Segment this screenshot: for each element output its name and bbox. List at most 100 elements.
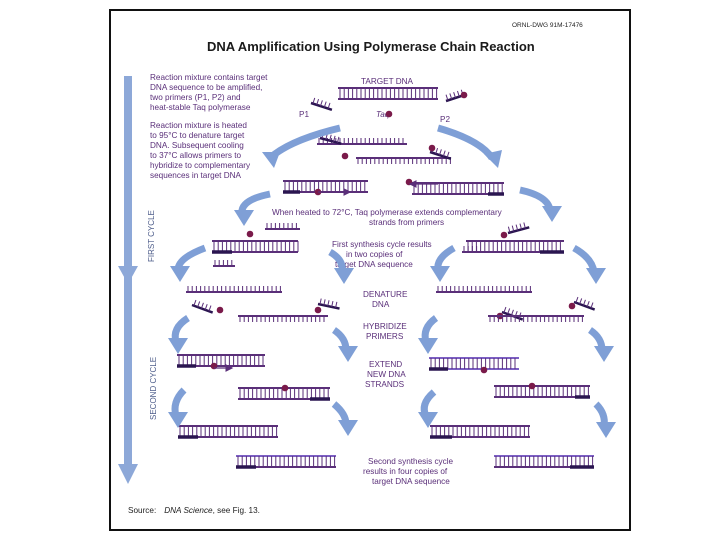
step-hybridize: HYBRIDIZE PRIMERS <box>363 322 407 341</box>
flow-arrow <box>328 248 354 284</box>
flow-arrow <box>437 124 502 168</box>
svg-text:target DNA sequence: target DNA sequence <box>372 477 450 486</box>
flow-arrow <box>331 401 358 436</box>
dna-single-strand <box>436 286 532 293</box>
primer-base <box>582 299 586 306</box>
arrow-head <box>338 420 358 436</box>
dna-double-strand <box>430 425 530 439</box>
dna-double-strand <box>236 455 336 469</box>
arrow-head <box>334 268 354 284</box>
flow-arrow <box>430 244 456 282</box>
primer-base <box>507 308 511 315</box>
second-synthesis-note: Second synthesis cycle results in four c… <box>363 457 454 486</box>
taq-polymerase-icon <box>480 366 488 374</box>
dna-double-strand <box>412 182 504 196</box>
taq-polymerase-icon <box>460 91 468 99</box>
svg-text:Second synthesis cycle: Second synthesis cycle <box>368 457 454 466</box>
svg-text:DENATURE: DENATURE <box>363 290 408 299</box>
primer-base <box>439 149 442 156</box>
arrow-head <box>586 268 606 284</box>
primer <box>573 296 596 311</box>
primer-p2-label: P2 <box>440 115 450 124</box>
primer-strand <box>507 226 530 235</box>
arrow-head <box>484 150 502 168</box>
primer <box>310 97 333 111</box>
primer-base <box>575 296 579 303</box>
dna-double-strand <box>338 87 438 100</box>
flow-arrow <box>418 389 438 428</box>
flow-arrow <box>593 401 616 438</box>
primer-base <box>507 226 511 233</box>
taq-polymerase-icon <box>341 152 349 160</box>
svg-text:SECOND CYCLE: SECOND CYCLE <box>149 357 158 420</box>
flow-arrow <box>168 387 188 428</box>
svg-text:When heated to 72°C, Taq polym: When heated to 72°C, Taq polymerase exte… <box>272 208 503 217</box>
dna-double-strand <box>178 425 278 439</box>
arrow-head <box>170 266 190 282</box>
document-code: ORNL-DWG 91M-17476 <box>512 22 583 29</box>
primer-strand <box>317 302 340 310</box>
svg-text:target DNA sequence: target DNA sequence <box>335 260 413 269</box>
primer-base <box>446 151 450 158</box>
primer-strand <box>429 150 452 160</box>
dna-single-strand <box>213 260 235 267</box>
svg-text:to 95°C to denature target: to 95°C to denature target <box>150 131 245 140</box>
figure-frame <box>109 9 631 531</box>
arrow-head <box>234 210 254 226</box>
svg-text:in two copies of: in two copies of <box>346 250 403 259</box>
primer-base <box>336 136 340 143</box>
arrow-head <box>430 266 450 282</box>
taq-label: Taq <box>376 110 390 119</box>
svg-text:DNA sequence to be amplified,: DNA sequence to be amplified, <box>150 83 262 92</box>
svg-text:First synthesis cycle results: First synthesis cycle results <box>332 240 432 249</box>
primer-base <box>323 101 327 108</box>
flow-arrow <box>262 124 341 168</box>
primer-base <box>523 222 526 229</box>
svg-text:EXTEND: EXTEND <box>369 360 402 369</box>
arrow-shaft <box>437 124 495 161</box>
flow-arrow <box>331 327 358 362</box>
primer-base <box>208 305 212 312</box>
dna-single-strand <box>356 157 451 164</box>
primer-base <box>333 135 336 142</box>
primer-base <box>579 298 583 305</box>
target-dna-label: TARGET DNA <box>361 77 414 86</box>
primer-base <box>510 309 514 316</box>
step-extend: EXTEND NEW DNA STRANDS <box>365 360 406 389</box>
primer-base <box>323 299 326 306</box>
primer-base <box>312 97 316 104</box>
flow-arrow <box>572 244 606 284</box>
svg-text:HYBRIDIZE: HYBRIDIZE <box>363 322 407 331</box>
dna-double-strand <box>283 180 368 194</box>
primer-base <box>586 300 590 307</box>
primer-base <box>590 302 594 309</box>
taq-polymerase-icon <box>314 306 322 314</box>
flow-arrow <box>587 327 614 362</box>
dna-double-strand <box>177 354 265 368</box>
dna-double-strand <box>429 357 519 371</box>
primer-base <box>320 100 323 107</box>
primer-base <box>445 94 449 101</box>
svg-text:two primers (P1, P2) and: two primers (P1, P2) and <box>150 93 241 102</box>
primer-base <box>449 93 453 100</box>
svg-text:heat-stable Taq polymerase: heat-stable Taq polymerase <box>150 103 251 112</box>
svg-text:PRIMERS: PRIMERS <box>366 332 404 341</box>
dna-strands <box>177 87 596 469</box>
primer-base <box>442 150 446 157</box>
primer <box>317 298 340 310</box>
taq-polymerase-icon <box>385 110 393 118</box>
dna-single-strand <box>238 315 328 322</box>
second-cycle-bar: SECOND CYCLE <box>118 268 158 484</box>
flow-arrow <box>170 244 207 282</box>
flow-arrows <box>168 124 616 438</box>
primer <box>501 306 524 321</box>
primer-base <box>519 223 523 230</box>
taq-polymerase-icon <box>528 382 536 390</box>
taq-polymerase-icon <box>568 302 576 310</box>
primer-strand <box>319 136 342 145</box>
dna-single-strand <box>186 286 282 293</box>
primer <box>191 299 214 314</box>
primer-base <box>453 92 456 99</box>
dna-double-strand <box>212 240 299 254</box>
